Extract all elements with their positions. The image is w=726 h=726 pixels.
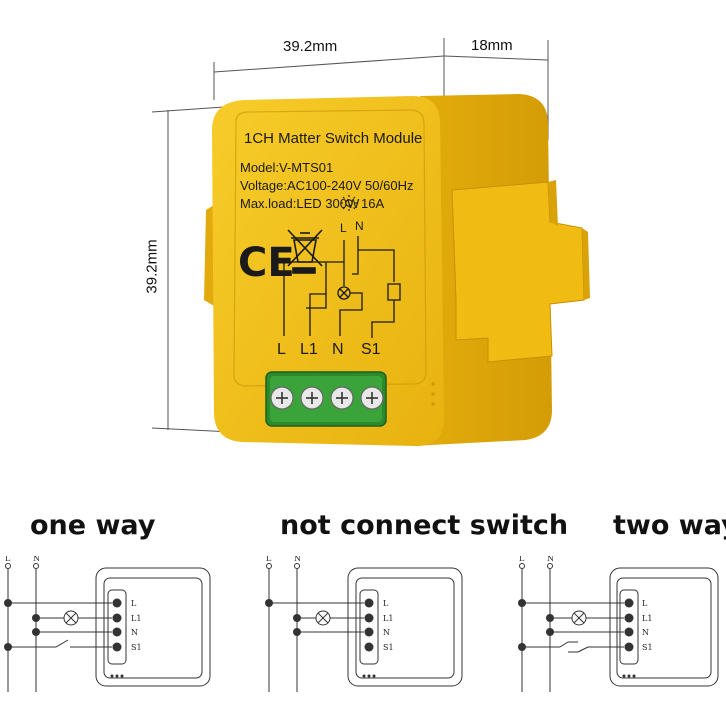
internal-wiring — [283, 236, 401, 338]
svg-text:N: N — [547, 556, 554, 563]
svg-text:L1: L1 — [131, 614, 141, 623]
caption-one-way: one way — [30, 510, 156, 541]
svg-text:L1: L1 — [383, 614, 393, 623]
svg-text:L: L — [383, 599, 389, 608]
dimension-lines — [151, 38, 549, 433]
svg-text:L: L — [642, 599, 648, 608]
module-voltage: Voltage:AC100-240V 50/60Hz — [240, 178, 414, 193]
svg-text:S1: S1 — [383, 643, 394, 652]
ce-mark: CE — [238, 240, 295, 286]
diagram-one-way: L N L L1 N S1 — [4, 556, 211, 692]
svg-text:N: N — [355, 219, 364, 233]
caption-not-connect-switch: not connect switch — [280, 510, 569, 541]
module-terminal-l: L — [277, 341, 286, 358]
module-maxload: Max.load:LED 300W — [240, 196, 360, 211]
svg-text:S1: S1 — [642, 643, 653, 652]
terminal-screws — [270, 386, 384, 410]
width-dimension: 39.2mm — [283, 38, 338, 55]
module-terminal-l1: L1 — [300, 341, 318, 358]
svg-text:S1: S1 — [131, 643, 142, 652]
diagram-two-way: L N L L1 N S1 — [518, 556, 719, 692]
led-sun-icon — [341, 195, 357, 211]
module-model: Model:V-MTS01 — [240, 160, 334, 175]
diagram-not-connect-switch: L N L L1 N S1 — [265, 556, 463, 692]
module-terminal-s1: S1 — [361, 341, 381, 358]
svg-text:L1: L1 — [642, 614, 652, 623]
svg-text:N: N — [383, 628, 390, 637]
svg-text:L: L — [131, 599, 137, 608]
caption-two-way: two way — [613, 510, 726, 541]
module-terminal-n: N — [332, 341, 344, 358]
svg-text:L: L — [340, 221, 347, 235]
module-title: 1CH Matter Switch Module — [244, 130, 423, 147]
svg-text:L: L — [519, 556, 525, 563]
svg-text:N: N — [294, 556, 301, 563]
svg-text:N: N — [642, 628, 649, 637]
module-body: CE L N — [204, 94, 590, 446]
depth-dimension: 18mm — [471, 37, 513, 54]
svg-text:L: L — [5, 556, 11, 563]
svg-text:N: N — [131, 628, 138, 637]
module-maxload-current: 16A — [361, 196, 385, 211]
svg-text:L: L — [266, 556, 272, 563]
svg-text:N: N — [33, 556, 40, 563]
